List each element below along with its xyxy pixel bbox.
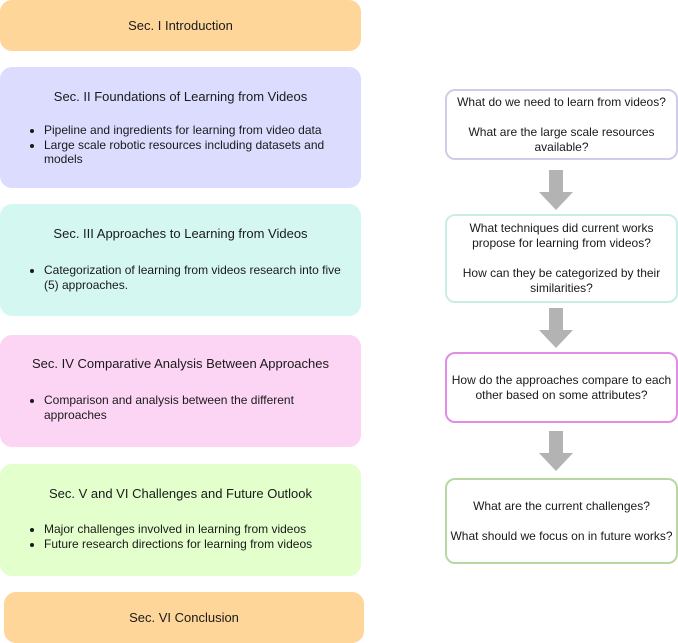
bullet: Large scale robotic resources including … (44, 138, 347, 167)
section-intro-title: Sec. I Introduction (128, 18, 233, 33)
bullet: Future research directions for learning … (44, 537, 347, 552)
section-foundations-bullets: Pipeline and ingredients for learning fr… (22, 123, 347, 167)
section-approaches: Sec. III Approaches to Learning from Vid… (0, 204, 361, 316)
section-conclusion: Sec. VI Conclusion (4, 592, 364, 643)
section-approaches-bullets: Categorization of learning from videos r… (22, 263, 347, 292)
section-foundations: Sec. II Foundations of Learning from Vid… (0, 67, 361, 188)
bullet: Pipeline and ingredients for learning fr… (44, 123, 347, 138)
question-text: What are the current challenges? (473, 498, 650, 513)
section-comparative: Sec. IV Comparative Analysis Between App… (0, 335, 361, 447)
bullet: Categorization of learning from videos r… (44, 263, 347, 292)
section-comparative-title: Sec. IV Comparative Analysis Between App… (32, 356, 329, 371)
down-arrow-icon (539, 308, 573, 348)
question-box-1: What do we need to learn from videos? Wh… (445, 89, 678, 160)
question-box-4: What are the current challenges? What sh… (445, 478, 678, 564)
section-challenges-bullets: Major challenges involved in learning fr… (22, 522, 347, 551)
down-arrow-icon (539, 170, 573, 210)
section-approaches-title: Sec. III Approaches to Learning from Vid… (53, 226, 308, 241)
down-arrow-icon (539, 431, 573, 471)
question-text: What should we focus on in future works? (450, 528, 673, 543)
question-text: What are the large scale resources avail… (468, 124, 655, 154)
question-text: What techniques did current works propos… (469, 221, 654, 250)
section-challenges-title: Sec. V and VI Challenges and Future Outl… (48, 486, 313, 501)
question-text: What do we need to learn from videos? (457, 94, 666, 109)
section-intro: Sec. I Introduction (0, 0, 361, 51)
question-text: How can they be categorized by their sim… (462, 266, 661, 295)
question-box-2: What techniques did current works propos… (445, 214, 678, 303)
bullet: Major challenges involved in learning fr… (44, 522, 347, 537)
section-foundations-title: Sec. II Foundations of Learning from Vid… (53, 89, 308, 104)
section-comparative-bullets: Comparison and analysis between the diff… (22, 393, 347, 422)
question-text: How do the approaches compare to each ot… (451, 372, 672, 402)
section-conclusion-title: Sec. VI Conclusion (129, 610, 239, 625)
question-box-3: How do the approaches compare to each ot… (445, 352, 678, 423)
section-challenges: Sec. V and VI Challenges and Future Outl… (0, 464, 361, 576)
bullet: Comparison and analysis between the diff… (44, 393, 347, 422)
